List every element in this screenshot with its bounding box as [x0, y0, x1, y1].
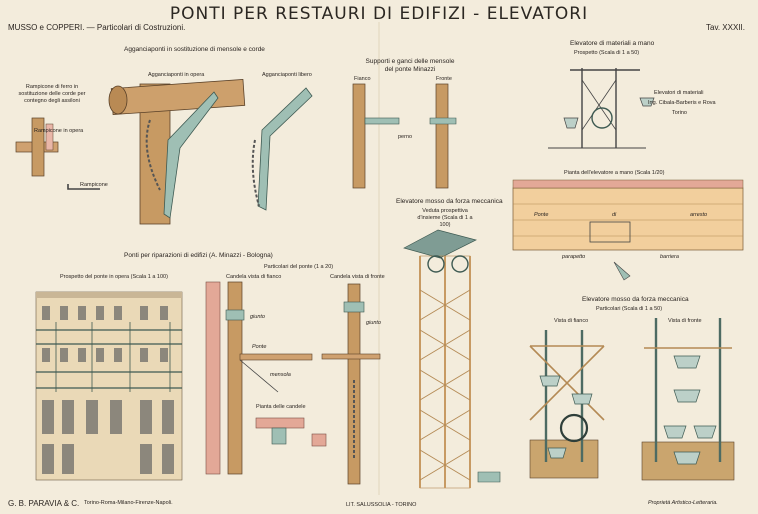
label-agganciaponti-opera: Agganciaponti in opera — [148, 72, 205, 78]
label-rampicone-opera: Rampicone in opera — [34, 128, 84, 134]
label-ponte-arresto: Ponte — [534, 212, 549, 218]
label-fianco: Fianco — [354, 76, 371, 82]
label-agganciaponti-libero: Agganciaponti libero — [262, 72, 312, 78]
label-giunto: giunto — [250, 314, 265, 320]
footer-rights: Proprietà Artistico-Letteraria. — [648, 500, 718, 506]
label-elevatore-mano: Elevatore di materiali a mano — [570, 40, 655, 47]
plate-title: PONTI PER RESTAURI DI EDIFIZI - ELEVATOR… — [169, 4, 589, 24]
label-ponte: Ponte — [252, 344, 267, 350]
plate-number: Tav. XXXII. — [706, 23, 745, 32]
label-elevatore-meccanica-2: Elevatore mosso da forza meccanica — [582, 296, 689, 303]
label-candela-fianco: Candela vista di fianco — [226, 274, 282, 280]
footer-cities: Torino-Roma-Milano-Firenze-Napoli. — [84, 500, 173, 506]
vista-fronte-drawing — [641, 318, 735, 481]
label-fronte: Fronte — [436, 76, 452, 82]
label-arresto: arresto — [690, 212, 708, 218]
label-candela-fronte: Candela vista di fronte — [330, 274, 385, 280]
agganciaponti-libero-drawing — [251, 87, 313, 211]
elevator-tower-drawing — [403, 229, 501, 489]
vista-fianco-drawing — [529, 330, 605, 479]
footer-publisher: G. B. PARAVIA & C. — [8, 499, 80, 508]
agganciaponti-opera-drawing — [108, 79, 246, 225]
label-perno: perno — [398, 134, 413, 140]
label-pianta-elevatore: Pianta dell'elevatore a mano (Scala 1/20… — [564, 170, 665, 176]
label-barriera: barriera — [660, 254, 679, 260]
pianta-candele-drawing — [255, 417, 327, 447]
label-prospetto-mano: Prospetto (Scala di 1 a 50) — [574, 50, 640, 56]
label-ing: Ing. Cibala-Barberis e Rova — [648, 100, 716, 106]
label-elevatore-meccanica: Elevatore mosso da forza meccanica — [396, 198, 503, 205]
label-particolari-50: Particolari (Scala di 1 a 50) — [596, 306, 663, 312]
building-elevation-drawing — [35, 291, 183, 481]
pianta-elevatore-drawing — [512, 179, 744, 281]
label-vista-fronte: Vista di fronte — [668, 318, 702, 324]
label-ponti-riparazioni: Ponti per riparazioni di edifizi (A. Min… — [124, 252, 273, 259]
supporti-drawing — [352, 83, 457, 189]
label-vista-fianco: Vista di fianco — [554, 318, 589, 324]
label-particolari-ponte: Particolari del ponte (1 a 20) — [264, 264, 334, 270]
elevatore-mano-drawing — [548, 68, 655, 149]
candela-fianco-drawing — [205, 281, 313, 475]
label-torino: Torino — [672, 110, 687, 116]
label-supporti: Supporti e ganci delle mensole del ponte… — [365, 58, 455, 73]
label-mensola: mensola — [270, 372, 291, 378]
rampicone-drawing — [15, 117, 100, 190]
candela-fronte-drawing — [321, 283, 381, 485]
label-di: di — [612, 212, 617, 218]
label-parapetto: parapetto — [562, 254, 586, 260]
label-veduta: Veduta prospettiva d'insieme (Scala di 1… — [417, 208, 473, 228]
label-prospetto-ponte: Prospetto del ponte in opera (Scala 1 a … — [60, 274, 168, 280]
label-rampicone-ferro: Rampicone di ferro in sostituzione delle… — [18, 84, 86, 104]
label-elevatori-materiali: Elevatori di materiali — [654, 90, 704, 96]
footer-lit: LIT. SALUSSOLIA - TORINO — [346, 502, 417, 508]
label-rampicone: Rampicone — [80, 182, 108, 188]
label-giunto-fronte: giunto — [366, 320, 381, 326]
label-pianta-candele: Pianta delle candele — [256, 404, 306, 410]
plate-authors: MUSSO e COPPERI. — Particolari di Costru… — [8, 23, 186, 32]
label-agganciaponti: Agganciaponti in sostituzione di mensole… — [124, 46, 265, 53]
